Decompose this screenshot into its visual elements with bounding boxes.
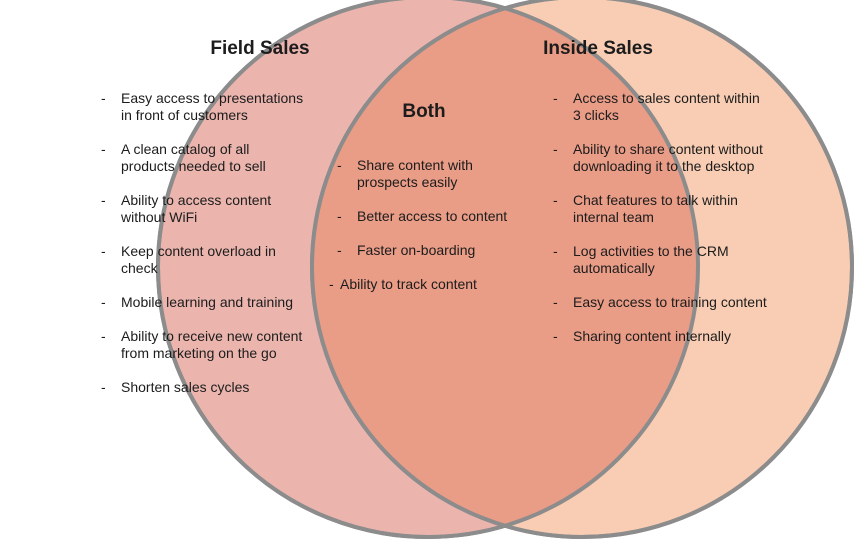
list-item-text: Log activities to the CRM automatically bbox=[573, 243, 729, 276]
list-item: -Share content with prospects easily bbox=[337, 157, 517, 191]
list-item-text: A clean catalog of all products needed t… bbox=[121, 141, 266, 174]
bullet-dash: - bbox=[329, 276, 334, 292]
list-item-text: Sharing content internally bbox=[573, 328, 731, 344]
bullet-dash: - bbox=[337, 242, 342, 258]
bullet-dash: - bbox=[553, 90, 558, 106]
bullet-dash: - bbox=[101, 379, 106, 395]
bullet-dash: - bbox=[101, 294, 106, 310]
bullet-dash: - bbox=[553, 294, 558, 310]
list-item-text: Faster on-boarding bbox=[357, 242, 476, 258]
list-item-text: Keep content overload in check bbox=[121, 243, 276, 276]
inside-sales-circle-outline bbox=[310, 0, 854, 539]
field-sales-list: -Easy access to presentations in front o… bbox=[101, 90, 306, 413]
bullet-dash: - bbox=[101, 243, 106, 259]
bullet-dash: - bbox=[337, 157, 342, 173]
list-item-text: Ability to track content bbox=[340, 276, 477, 292]
bullet-dash: - bbox=[553, 328, 558, 344]
list-item-text: Access to sales content within 3 clicks bbox=[573, 90, 760, 123]
inside-sales-title: Inside Sales bbox=[543, 38, 653, 59]
bullet-dash: - bbox=[101, 90, 106, 106]
list-item: -Ability to track content bbox=[329, 276, 509, 293]
list-item: -Shorten sales cycles bbox=[101, 379, 306, 396]
list-item: -Easy access to presentations in front o… bbox=[101, 90, 306, 124]
list-item-text: Chat features to talk within internal te… bbox=[573, 192, 738, 225]
list-item-text: Ability to share content without downloa… bbox=[573, 141, 763, 174]
list-item-text: Ability to receive new content from mark… bbox=[121, 328, 303, 361]
list-item-text: Better access to content bbox=[357, 208, 508, 224]
list-item-text: Easy access to training content bbox=[573, 294, 767, 310]
field-sales-title: Field Sales bbox=[210, 38, 310, 59]
both-title: Both bbox=[402, 101, 446, 122]
list-item: -Mobile learning and training bbox=[101, 294, 306, 311]
inside-sales-list: -Access to sales content within 3 clicks… bbox=[553, 90, 768, 362]
list-item: -Better access to content bbox=[337, 208, 517, 225]
bullet-dash: - bbox=[101, 141, 106, 157]
list-item: -Access to sales content within 3 clicks bbox=[553, 90, 768, 124]
list-item: -Ability to receive new content from mar… bbox=[101, 328, 306, 362]
list-item: -Faster on-boarding bbox=[337, 242, 517, 259]
list-item-text: Easy access to presentations in front of… bbox=[121, 90, 304, 123]
bullet-dash: - bbox=[553, 243, 558, 259]
list-item: -A clean catalog of all products needed … bbox=[101, 141, 306, 175]
both-list: -Share content with prospects easily -Be… bbox=[329, 157, 517, 310]
list-item-text: Ability to access content without WiFi bbox=[121, 192, 272, 225]
overlap-region bbox=[312, 0, 698, 537]
bullet-dash: - bbox=[101, 328, 106, 344]
list-item: -Keep content overload in check bbox=[101, 243, 306, 277]
list-item: -Sharing content internally bbox=[553, 328, 768, 345]
bullet-dash: - bbox=[101, 192, 106, 208]
list-item: -Ability to access content without WiFi bbox=[101, 192, 306, 226]
list-item-text: Share content with prospects easily bbox=[357, 157, 473, 190]
bullet-dash: - bbox=[553, 141, 558, 157]
list-item: -Log activities to the CRM automatically bbox=[553, 243, 768, 277]
list-item-text: Mobile learning and training bbox=[121, 294, 293, 310]
list-item: -Easy access to training content bbox=[553, 294, 768, 311]
bullet-dash: - bbox=[337, 208, 342, 224]
bullet-dash: - bbox=[553, 192, 558, 208]
list-item-text: Shorten sales cycles bbox=[121, 379, 250, 395]
list-item: -Chat features to talk within internal t… bbox=[553, 192, 768, 226]
field-sales-circle-outline bbox=[156, 0, 700, 539]
list-item: -Ability to share content without downlo… bbox=[553, 141, 768, 175]
